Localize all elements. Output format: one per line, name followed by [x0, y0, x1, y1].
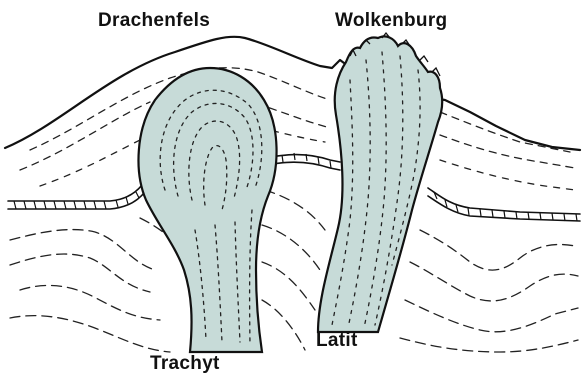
label-trachyt: Trachyt: [150, 353, 220, 374]
label-latit: Latit: [316, 330, 358, 351]
label-wolkenburg: Wolkenburg: [335, 10, 447, 31]
label-drachenfels: Drachenfels: [98, 10, 210, 31]
